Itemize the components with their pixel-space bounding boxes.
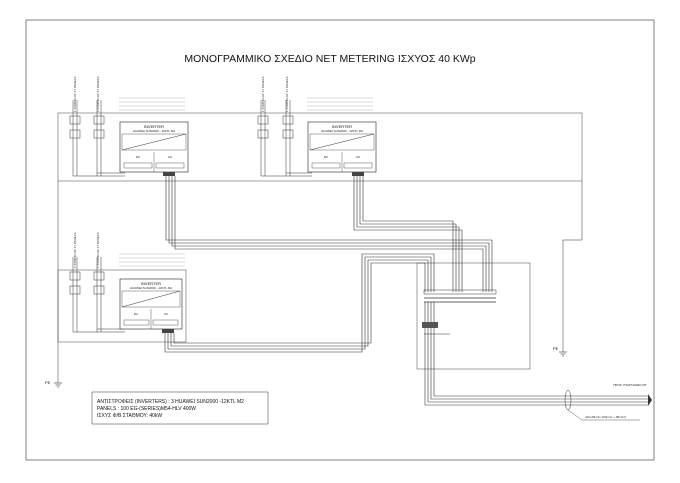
inverter-symbol xyxy=(121,133,187,151)
inverter-model: HUAWEI SUN2000 - 12KTL M2 xyxy=(130,286,172,290)
combiner-internals xyxy=(422,289,497,335)
string-fuse xyxy=(257,115,269,125)
cable-label: 4x6+PE (3x 120mm² + 95mm²) xyxy=(585,415,626,419)
notes-line-2: PANELS : 100 EG-(SERIES)M54-HLV 400W xyxy=(97,406,196,412)
dc-label: DC xyxy=(324,155,329,159)
arrow-icon xyxy=(648,394,652,406)
string-fuse xyxy=(257,129,269,139)
inverter-model: HUAWEI SUN2000 - 12KTL M2 xyxy=(133,129,175,133)
string-fuse xyxy=(282,115,294,125)
pe-label: PE xyxy=(45,380,51,385)
earthing-conductors xyxy=(57,181,583,383)
ground-symbol-icon xyxy=(559,351,567,357)
ac-combiner-enclosure xyxy=(416,262,531,370)
string-label: 1 STRING OF 17 PANELS xyxy=(73,77,77,112)
pe-label: PE xyxy=(553,346,559,351)
inverter-model: HUAWEI SUN2000 - 12KTL M2 xyxy=(321,129,363,133)
string-fuse xyxy=(93,271,105,281)
string-label: 1 STRING OF 17 PANELS xyxy=(73,233,77,268)
string-label: 1 STRING OF 17 PANELS xyxy=(261,77,265,112)
inverter-group-3: 1 STRING OF 17 PANELS 1 STRING OF 17 PAN… xyxy=(69,233,185,333)
string-label: 1 STRING OF 17 PANELS xyxy=(96,77,100,112)
drawing-frame xyxy=(25,19,655,461)
string-fuse xyxy=(69,285,81,295)
ac-label: AC xyxy=(164,312,169,316)
inverter-group-1: 1 STRING OF 17 PANELS 1 STRING OF 17 PAN… xyxy=(69,77,189,177)
ac-label: AC xyxy=(356,155,361,159)
notes-line-3: ΙΣΧΥΣ Φ/Β ΣΤΑΘΜΟΥ: 40kW xyxy=(97,413,162,419)
ground-symbol-icon xyxy=(54,382,62,388)
string-label: 1 STRING OF 17 PANELS xyxy=(285,77,289,112)
ac-cable-bundles xyxy=(164,176,493,353)
inverter-symbol xyxy=(121,290,181,308)
inverter-label: INVERTER xyxy=(141,281,161,286)
string-label: 1 STRING OF 17 PANELS xyxy=(96,233,100,268)
string-fuse xyxy=(69,129,81,139)
string-fuse xyxy=(93,129,105,139)
string-fuse xyxy=(69,271,81,281)
upper-panel-enclosure xyxy=(57,112,583,182)
current-transformer xyxy=(564,389,572,411)
notes-box xyxy=(91,391,269,425)
ac-breaker xyxy=(352,172,364,176)
inverter-symbol xyxy=(309,133,375,151)
diagram-title: ΜΟΝΟΓΡΑΜΜΙΚΟ ΣΧΕΔΙΟ NET METERING ΙΣΧΥΟΣ … xyxy=(184,53,475,65)
string-fuse xyxy=(93,285,105,295)
ac-breaker xyxy=(163,172,175,176)
string-fuse xyxy=(93,115,105,125)
output-feeder xyxy=(424,328,648,406)
ac-breaker xyxy=(162,329,174,333)
string-fuse xyxy=(69,115,81,125)
inverter-label: INVERTER xyxy=(144,124,164,129)
dc-label: DC xyxy=(134,312,139,316)
main-breaker xyxy=(422,322,438,328)
notes-line-1: ΑΝΤΙΣΤΡΟΦΕΙΣ (INVERTERS) : 3 HUAWEI SUN2… xyxy=(97,399,244,405)
inverter-group-2: 1 STRING OF 17 PANELS 1 STRING OF 17 PAN… xyxy=(257,77,377,177)
dc-label: DC xyxy=(136,155,141,159)
string-fuse xyxy=(282,129,294,139)
inverter-label: INVERTER xyxy=(332,124,352,129)
to-substation-label: ΠΡΟΣ ΥΠΟΣΤΑΘΜΟ ΜΤ xyxy=(613,383,647,387)
ac-label: AC xyxy=(168,155,173,159)
